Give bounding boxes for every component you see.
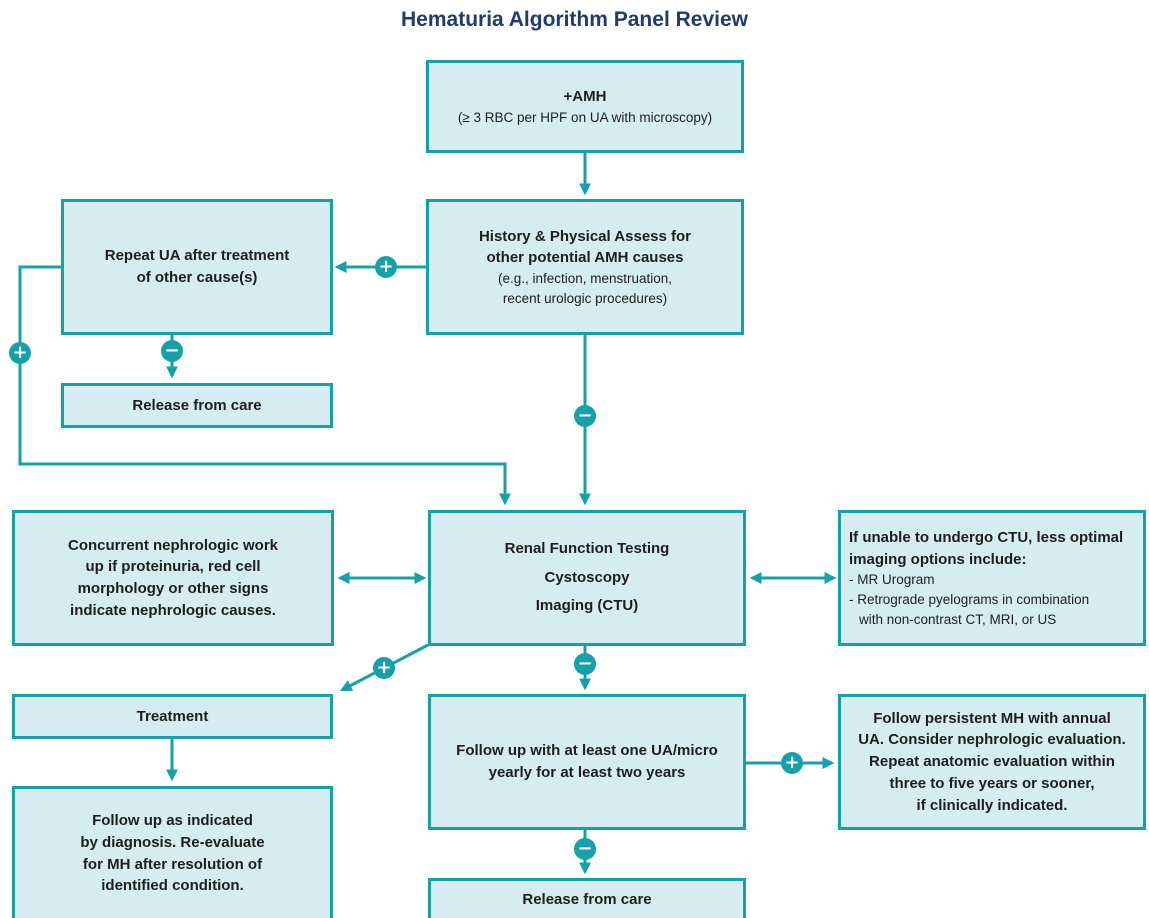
repeat-ua-line2: of other cause(s) [136,269,258,286]
release-bottom-label: Release from care [522,891,652,908]
node-ctu-alt: If unable to undergo CTU, less optimal i… [838,510,1146,646]
persistent-line2: UA. Consider nephrologic evaluation. [858,731,1126,749]
treatment-label: Treatment [136,707,209,725]
amh-note: (≥ 3 RBC per HPF on UA with microscopy) [457,109,713,125]
ctu-alt-item3: with non-contrast CT, MRI, or US [859,611,1057,627]
minus-icon: − [574,405,596,427]
followup-dx-line4: identified condition. [101,877,244,895]
ctu-alt-item1: - MR Urogram [849,572,935,588]
minus-icon: − [161,340,183,362]
persistent-line1: Follow persistent MH with annual [873,709,1111,727]
history-line1: History & Physical Assess for [478,227,692,245]
persistent-line3: Repeat anatomic evaluation within [869,753,1115,771]
release-top-label: Release from care [132,396,262,414]
node-treatment: Treatment [12,694,333,739]
node-history: History & Physical Assess for other pote… [426,199,744,335]
amh-title: +AMH [563,87,607,105]
followup-dx-line1: Follow up as indicated [92,812,253,829]
node-release-bottom: Release from care [428,878,746,918]
ctu-alt-line2: imaging options include: [849,550,1027,568]
node-repeat-ua: Repeat UA after treatment of other cause… [61,199,333,335]
renal-line3: Imaging (CTU) [535,597,639,615]
persistent-line4: three to five years or sooner, [889,774,1095,792]
ctu-alt-line1: If unable to undergo CTU, less optimal [849,528,1124,546]
node-persistent: Follow persistent MH with annual UA. Con… [838,694,1146,830]
ctu-alt-item2: - Retrograde pyelograms in combination [849,591,1090,607]
history-line2: other potential AMH causes [486,249,684,267]
followup-micro-line1: Follow up with at least one UA/micro [456,742,718,760]
page-title: Hematuria Algorithm Panel Review [401,8,748,31]
nephro-line1: Concurrent nephrologic work [67,536,278,554]
arrow-repeat-loop-to-renal [18,265,511,506]
node-followup-micro: Follow up with at least one UA/micro yea… [428,694,746,830]
node-amh: +AMH (≥ 3 RBC per HPF on UA with microsc… [426,60,744,153]
renal-line1: Renal Function Testing [504,540,670,558]
followup-dx-line3: for MH after resolution of [82,855,263,873]
plus-icon: + [9,342,31,364]
repeat-ua-line1: Repeat UA after treatment [104,247,290,265]
node-release-top: Release from care [61,383,333,428]
renal-line2: Cystoscopy [544,568,630,586]
nephro-line2: up if proteinuria, red cell [85,558,261,576]
plus-icon: + [781,752,803,774]
history-note1: (e.g., infection, menstruation, [497,271,673,287]
persistent-line5: if clinically indicated. [916,796,1068,814]
minus-icon: − [574,653,596,675]
node-nephro: Concurrent nephrologic work up if protei… [12,510,334,646]
nephro-line3: morphology or other signs [77,580,269,597]
history-note2: recent urologic procedures) [502,290,668,306]
followup-micro-line2: yearly for at least two years [488,764,686,781]
minus-icon: − [574,838,596,860]
node-renal: Renal Function Testing Cystoscopy Imagin… [428,510,746,646]
followup-dx-line2: by diagnosis. Re-evaluate [80,833,265,851]
plus-icon: + [373,657,395,679]
node-followup-dx: Follow up as indicated by diagnosis. Re-… [12,786,333,918]
plus-icon: + [375,256,397,278]
nephro-line4: indicate nephrologic causes. [70,601,276,619]
